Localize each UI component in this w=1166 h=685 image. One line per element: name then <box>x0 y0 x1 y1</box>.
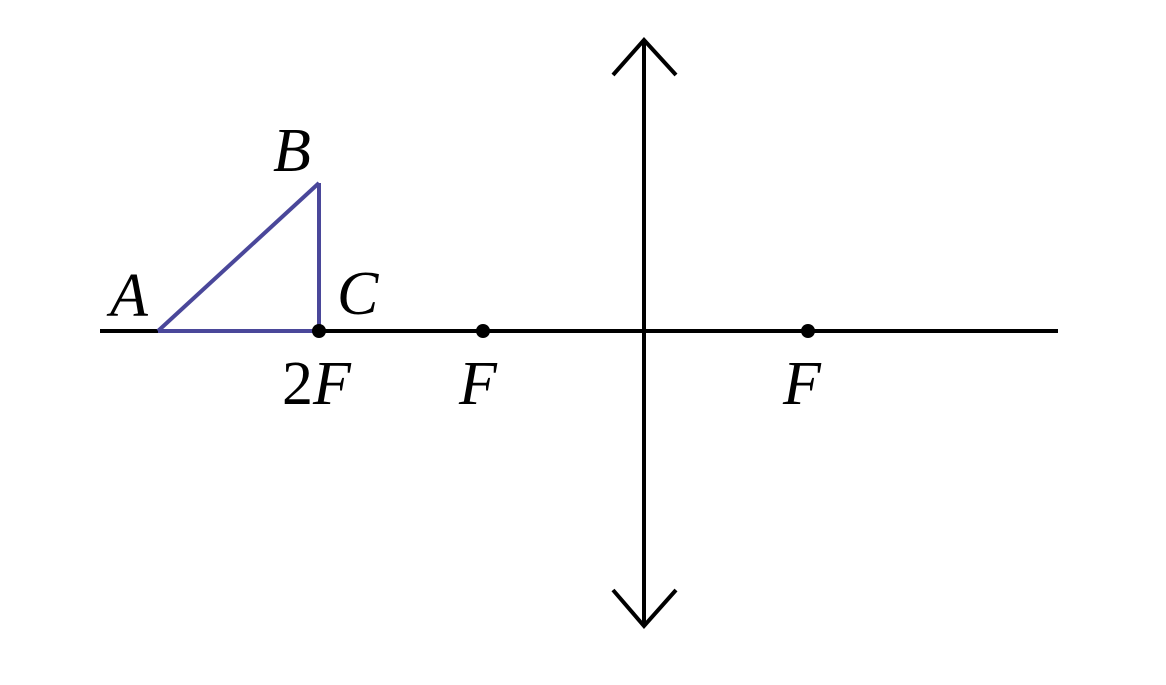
object-triangle <box>156 181 321 333</box>
lens-bottom-arrowhead <box>611 588 678 630</box>
triangle-side-ab <box>156 181 321 333</box>
label-2f: 2F <box>282 350 352 418</box>
label-2f-letter: F <box>312 350 352 418</box>
lens-top-arrowhead <box>611 37 678 77</box>
vertex-label-a: A <box>106 262 149 330</box>
label-2f-number: 2 <box>282 350 313 418</box>
label-f-left: F <box>458 350 498 418</box>
vertex-label-c: C <box>337 260 379 328</box>
vertex-label-b: B <box>273 117 311 185</box>
point-2f <box>312 324 326 338</box>
point-f-right <box>801 324 815 338</box>
point-f-left <box>476 324 490 338</box>
label-f-right: F <box>782 350 822 418</box>
